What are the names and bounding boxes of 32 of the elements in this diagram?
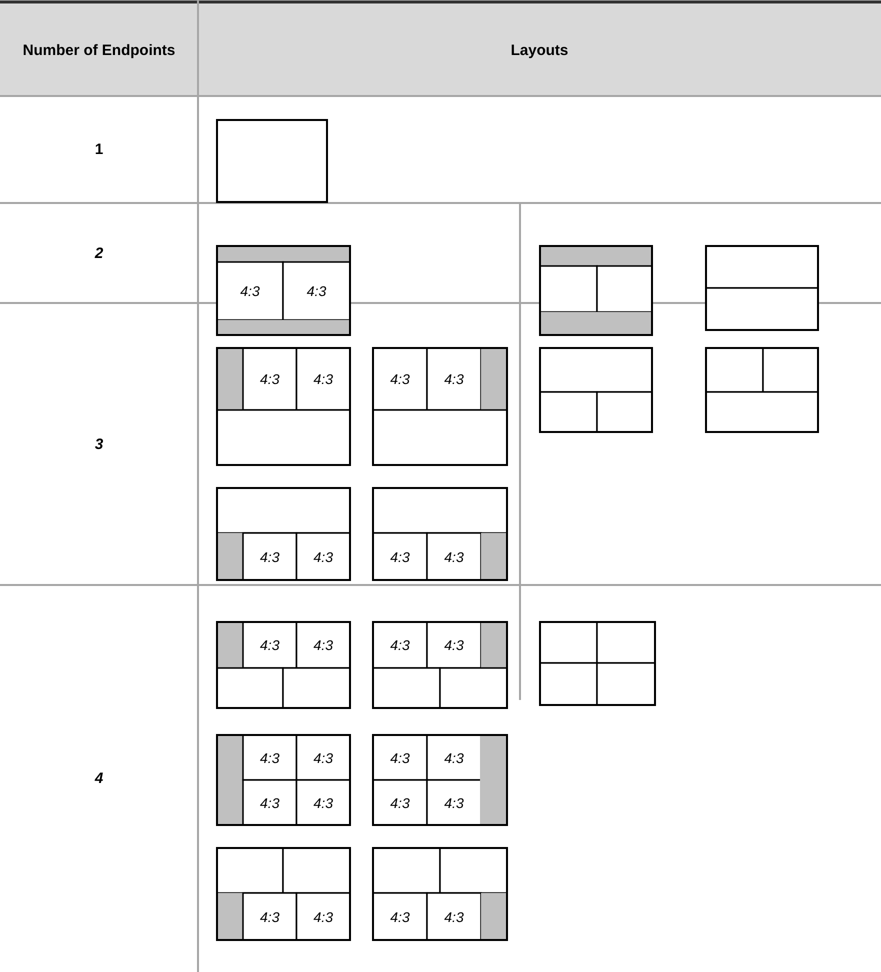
- aspect-ratio-label: 4:3: [239, 282, 261, 301]
- row-number: 4: [94, 769, 104, 789]
- aspect-ratio-label: 4:3: [259, 636, 280, 655]
- aspect-ratio-label: 4:3: [443, 370, 465, 389]
- row-number: 1: [94, 140, 104, 160]
- aspect-ratio-label: 4:3: [312, 636, 334, 655]
- aspect-ratio-label: 4:3: [389, 794, 411, 812]
- column-header: Layouts: [510, 40, 570, 60]
- aspect-ratio-label: 4:3: [443, 908, 465, 926]
- aspect-ratio-label: 4:3: [389, 908, 411, 926]
- aspect-ratio-label: 4:3: [443, 636, 465, 655]
- aspect-ratio-label: 4:3: [259, 908, 280, 926]
- aspect-ratio-label: 4:3: [443, 548, 465, 566]
- aspect-ratio-label: 4:3: [443, 748, 465, 768]
- aspect-ratio-label: 4:3: [389, 748, 411, 768]
- aspect-ratio-label: 4:3: [259, 370, 280, 389]
- row-number: 2: [94, 244, 104, 264]
- aspect-ratio-label: 4:3: [312, 748, 334, 768]
- column-header: Number of Endpoints: [22, 40, 176, 60]
- aspect-ratio-label: 4:3: [312, 370, 334, 389]
- aspect-ratio-label: 4:3: [259, 748, 280, 768]
- aspect-ratio-label: 4:3: [306, 282, 328, 301]
- aspect-ratio-label: 4:3: [389, 548, 411, 566]
- aspect-ratio-label: 4:3: [389, 636, 411, 655]
- aspect-ratio-label: 4:3: [259, 794, 280, 812]
- aspect-ratio-label: 4:3: [312, 908, 334, 926]
- aspect-ratio-label: 4:3: [312, 548, 334, 566]
- aspect-ratio-label: 4:3: [443, 794, 465, 812]
- aspect-ratio-label: 4:3: [389, 370, 411, 389]
- aspect-ratio-label: 4:3: [259, 548, 280, 566]
- row-number: 3: [94, 434, 104, 454]
- aspect-ratio-label: 4:3: [312, 794, 334, 812]
